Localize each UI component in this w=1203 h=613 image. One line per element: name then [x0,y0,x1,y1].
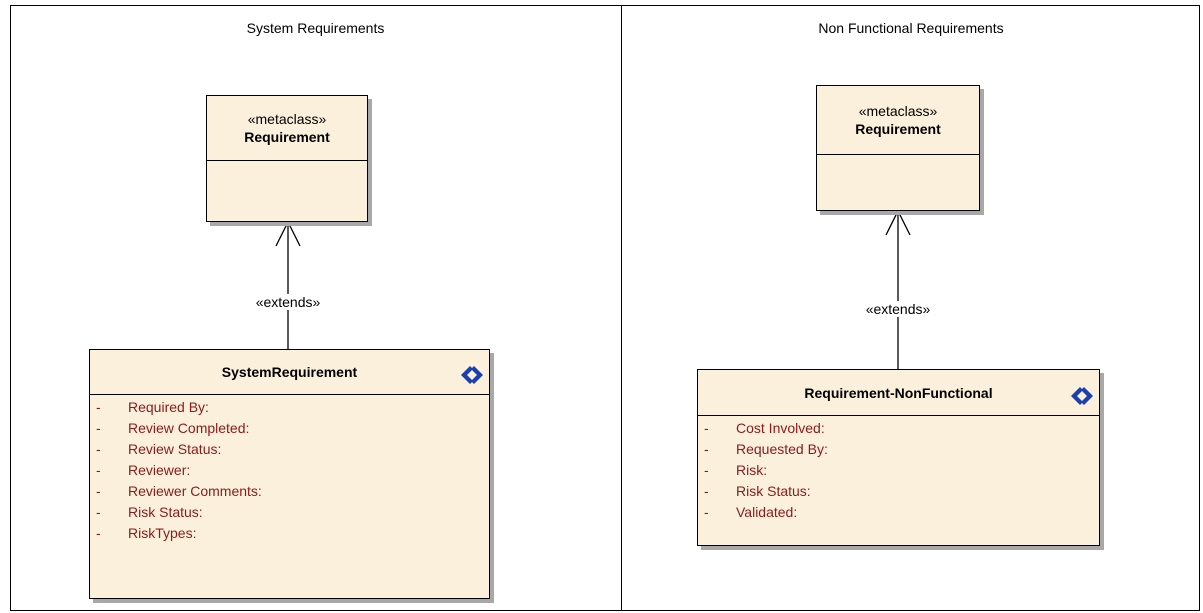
attribute-item: -Cost Involved: [704,420,825,436]
diagram-frame [10,5,1200,611]
left-metaclass-stereotype: «metaclass» [247,111,327,127]
attribute-item: -Review Completed: [96,420,250,436]
right-arrowhead [885,209,911,236]
right-metaclass-name: Requirement [855,121,941,137]
left-metaclass-box[interactable]: «metaclass» Requirement [206,95,368,222]
left-arrowhead [275,220,301,247]
left-extends-label: «extends» [238,294,338,310]
right-pane-title: Non Functional Requirements [818,20,1004,36]
system-requirement-name: SystemRequirement [221,364,358,380]
attribute-item: -RiskTypes: [96,525,197,541]
right-metaclass-header: «metaclass» Requirement [817,86,979,155]
left-metaclass-name: Requirement [244,129,330,145]
enumeration-icon [1071,387,1093,405]
left-pane-title: System Requirements [246,20,385,36]
system-requirement-box[interactable]: SystemRequirement -Required By: -Review … [89,349,490,599]
requirement-nonfunctional-name: Requirement-NonFunctional [804,385,993,401]
system-requirement-header: SystemRequirement [90,350,489,395]
right-metaclass-stereotype: «metaclass» [858,103,938,119]
system-requirement-attributes: -Required By: -Review Completed: -Review… [90,395,489,544]
requirement-nonfunctional-attributes: -Cost Involved: -Requested By: -Risk: -R… [698,416,1099,523]
attribute-item: -Requested By: [704,441,828,457]
attribute-item: -Review Status: [96,441,222,457]
left-metaclass-header: «metaclass» Requirement [207,96,367,161]
attribute-item: -Risk Status: [96,504,203,520]
attribute-item: -Validated: [704,504,798,520]
attribute-item: -Required By: [96,399,209,415]
attribute-item: -Reviewer Comments: [96,483,262,499]
attribute-item: -Reviewer: [96,462,191,478]
attribute-item: -Risk Status: [704,483,811,499]
pane-divider [621,5,622,611]
requirement-nonfunctional-header: Requirement-NonFunctional [698,370,1099,416]
right-metaclass-box[interactable]: «metaclass» Requirement [816,85,980,211]
attribute-item: -Risk: [704,462,768,478]
requirement-nonfunctional-box[interactable]: Requirement-NonFunctional -Cost Involved… [697,369,1100,546]
enumeration-icon [461,366,483,384]
right-extends-label: «extends» [848,301,948,317]
